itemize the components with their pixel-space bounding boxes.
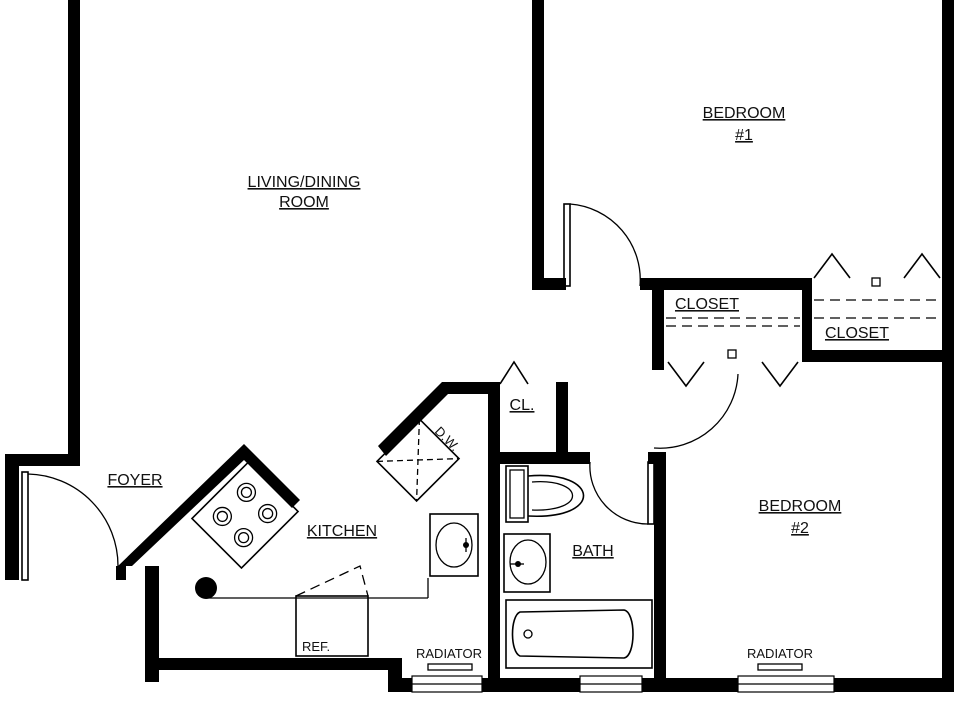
wall-cl-right <box>556 382 568 458</box>
wall-bedroom1-right <box>942 0 954 362</box>
label-bedroom1-1: BEDROOM <box>703 105 786 122</box>
label-bedroom2-2: #2 <box>791 520 809 537</box>
label-kitchen: KITCHEN <box>307 523 377 540</box>
label-cl: CL. <box>510 397 535 414</box>
label-radiator-bedroom2: RADIATOR <box>747 646 813 661</box>
wall-kitchen-diagonal-right <box>378 382 498 456</box>
door-bedroom1 <box>563 203 641 287</box>
refrigerator <box>295 565 369 657</box>
wall-bedroom2-right <box>942 350 954 692</box>
closet-shelves <box>666 277 940 359</box>
wall-bath-right <box>654 452 666 692</box>
wall-kitchen-bath <box>488 382 500 692</box>
label-bath: BATH <box>572 543 613 560</box>
kitchen-counter <box>195 577 429 599</box>
wall-foyer-top <box>5 454 80 466</box>
label-closet-left: CLOSET <box>675 296 739 313</box>
wall-bedroom1-left-foot <box>532 278 566 290</box>
wall-bedroom1-left <box>532 0 544 290</box>
label-radiator-kitchen: RADIATOR <box>416 646 482 661</box>
bifold-door-closet-left <box>667 361 799 388</box>
bifold-door-cl <box>499 360 529 385</box>
wall-closet-top <box>640 278 812 290</box>
wall-kitchen-left <box>145 566 159 682</box>
label-refrigerator: REF. <box>302 639 330 654</box>
bifold-door-closet-right <box>813 252 941 279</box>
door-bath <box>589 461 649 525</box>
walls <box>5 0 954 692</box>
label-closet-right: CLOSET <box>825 325 889 342</box>
label-living-dining-2: ROOM <box>279 194 329 211</box>
wall-foyer-left <box>5 454 19 580</box>
wall-foyer-jamb <box>116 566 126 580</box>
stove <box>190 460 300 570</box>
label-foyer: FOYER <box>107 472 162 489</box>
radiator-kitchen-icon <box>427 663 473 671</box>
label-bedroom1-2: #1 <box>735 127 753 144</box>
kitchen-sink <box>429 513 479 577</box>
dishwasher <box>375 417 461 503</box>
wall-closet-left <box>652 278 664 370</box>
windows <box>411 675 835 693</box>
doors <box>21 203 941 581</box>
wall-bath-right-top <box>648 452 662 464</box>
label-dishwasher: D.W. <box>432 424 463 455</box>
wall-kitchen-bottom <box>145 658 400 670</box>
bath-sink <box>503 533 551 593</box>
wall-bath-top <box>488 452 590 464</box>
bathtub <box>505 599 653 669</box>
label-living-dining-1: LIVING/DINING <box>248 174 361 191</box>
radiator-bedroom2-icon <box>757 663 803 671</box>
wall-kitchen-diagonal-left <box>118 444 300 566</box>
wall-closet-right-bottom <box>802 350 954 362</box>
toilet <box>505 465 585 523</box>
door-entry <box>21 471 119 581</box>
wall-living-left <box>68 0 80 466</box>
wall-closet-divider <box>802 278 812 362</box>
label-bedroom2-1: BEDROOM <box>759 498 842 515</box>
room-labels: LIVING/DINING ROOM BEDROOM #1 CLOSET CLO… <box>107 105 889 661</box>
door-bedroom2 <box>647 373 739 525</box>
